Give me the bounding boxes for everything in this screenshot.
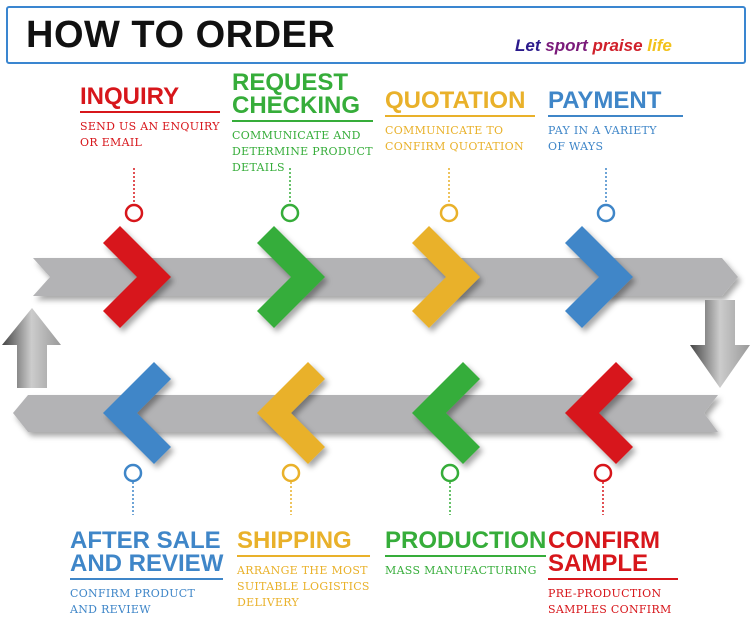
step-description: ARRANGE THE MOST SUITABLE LOGISTICS DELI… — [237, 563, 370, 609]
page-title: HOW TO ORDER — [26, 14, 336, 56]
step-inquiry: INQUIRY SEND US AN ENQUIRY OR EMAIL — [80, 85, 220, 151]
step-description: COMMUNICATE TO CONFIRM QUOTATION — [385, 123, 524, 153]
chevron-left-icon — [103, 362, 171, 464]
step-title: REQUEST CHECKING — [232, 71, 373, 122]
step-description: PAY IN A VARIETY OF WAYS — [548, 123, 657, 153]
step-after-sale-and-review: AFTER SALE AND REVIEW CONFIRM PRODUCT AND… — [70, 529, 224, 618]
bottom-band-arrow — [13, 395, 718, 432]
step-quotation: QUOTATION COMMUNICATE TO CONFIRM QUOTATIO… — [385, 89, 535, 155]
slogan-word: Let — [515, 36, 546, 55]
slogan-word: praise — [592, 36, 648, 55]
step-marker-icon — [280, 203, 300, 223]
step-title: INQUIRY — [80, 85, 220, 113]
chevron-left-icon — [412, 362, 480, 464]
step-title: SHIPPING — [237, 529, 370, 557]
step-title: PRODUCTION — [385, 529, 547, 557]
step-marker-icon — [593, 463, 613, 483]
slogan-word: life — [647, 36, 672, 55]
step-description: PRE-PRODUCTION SAMPLES CONFIRM — [548, 586, 672, 616]
step-marker-icon — [281, 463, 301, 483]
top-band-arrow — [33, 258, 738, 296]
step-description: SEND US AN ENQUIRY OR EMAIL — [80, 119, 220, 149]
slogan-word: sport — [545, 36, 593, 55]
step-payment: PAYMENT PAY IN A VARIETY OF WAYS — [548, 89, 683, 155]
chevron-right-icon — [412, 226, 480, 328]
step-title: AFTER SALE AND REVIEW — [70, 529, 224, 580]
step-production: PRODUCTION MASS MANUFACTURING — [385, 529, 547, 579]
step-marker-icon — [124, 203, 144, 223]
header-box — [6, 6, 746, 64]
down-arrow-icon — [690, 300, 750, 388]
step-title: CONFIRM SAMPLE — [548, 529, 678, 580]
step-shipping: SHIPPING ARRANGE THE MOST SUITABLE LOGIST… — [237, 529, 370, 611]
step-marker-icon — [440, 463, 460, 483]
up-arrow-icon — [2, 308, 61, 388]
chevron-left-icon — [565, 362, 633, 464]
step-marker-icon — [439, 203, 459, 223]
step-confirm-sample: CONFIRM SAMPLE PRE-PRODUCTION SAMPLES CON… — [548, 529, 678, 618]
step-marker-icon — [123, 463, 143, 483]
step-description: CONFIRM PRODUCT AND REVIEW — [70, 586, 196, 616]
chevron-right-icon — [257, 226, 325, 328]
slogan-logo: Let sport praise life — [515, 36, 672, 56]
step-description: COMMUNICATE AND DETERMINE PRODUCT DETAIL… — [232, 128, 373, 174]
step-description: MASS MANUFACTURING — [385, 563, 537, 577]
chevron-right-icon — [565, 226, 633, 328]
step-request-checking: REQUEST CHECKING COMMUNICATE AND DETERMIN… — [232, 71, 373, 176]
chevron-right-icon — [103, 226, 171, 328]
step-marker-icon — [596, 203, 616, 223]
step-title: PAYMENT — [548, 89, 683, 117]
step-title: QUOTATION — [385, 89, 535, 117]
chevron-left-icon — [257, 362, 325, 464]
